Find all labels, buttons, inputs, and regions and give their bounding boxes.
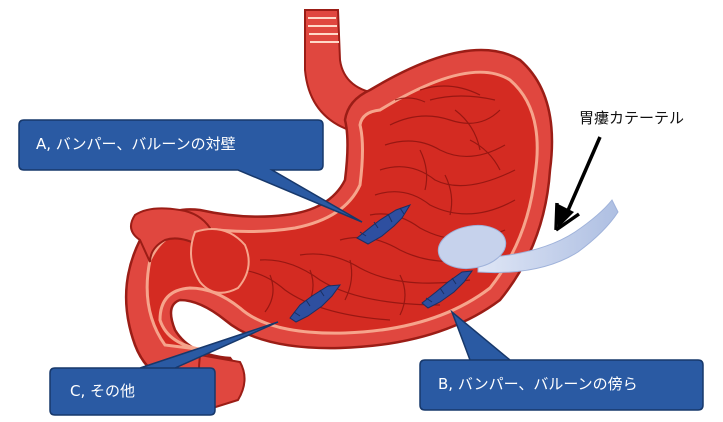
callout-c-label: C, その他 xyxy=(70,384,135,399)
callout-b-bubble xyxy=(420,312,703,410)
catheter-label: 胃瘻カテーテル xyxy=(579,111,684,126)
callout-b-label: B, バンパー、バルーンの傍ら xyxy=(438,377,638,392)
arrow-down-left-icon xyxy=(556,137,600,230)
callout-a-label: A, バンパー、バルーンの対壁 xyxy=(36,137,236,152)
